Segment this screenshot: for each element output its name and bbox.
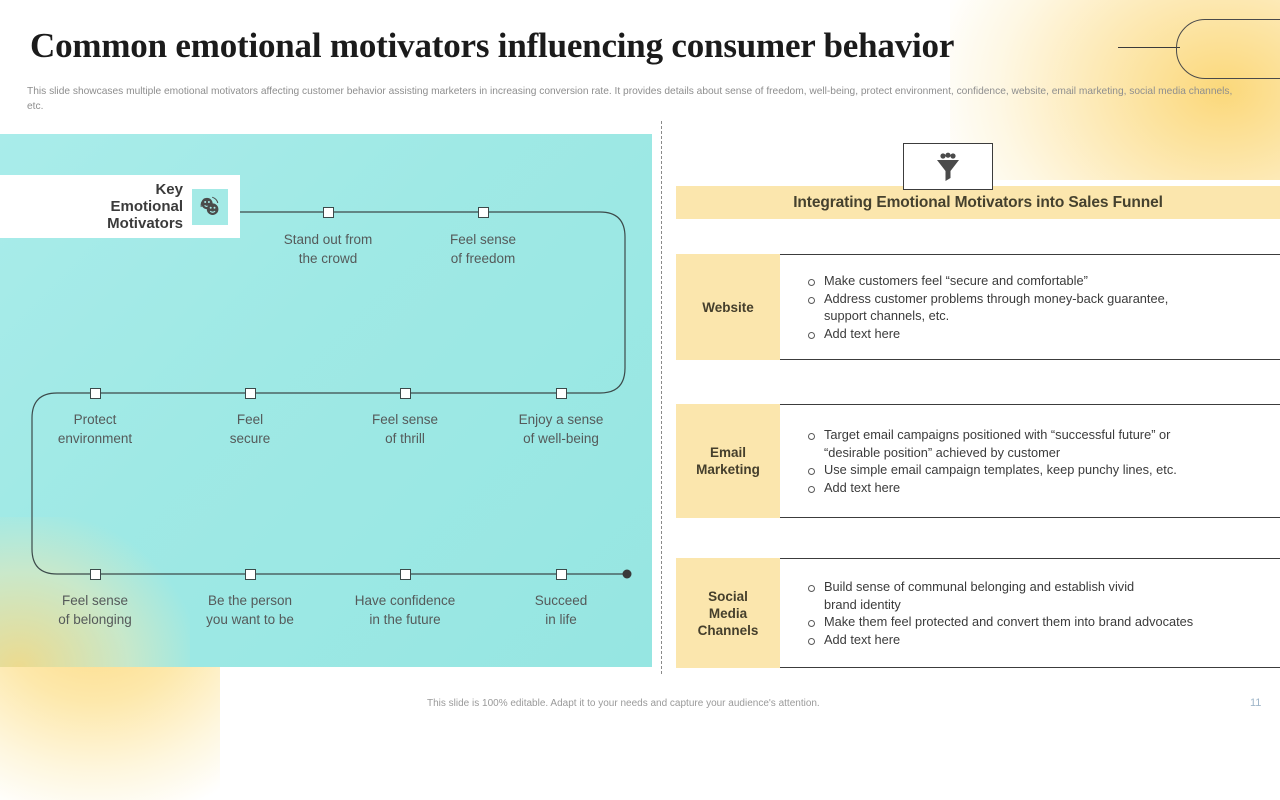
motivator-node-label: Succeed in life — [534, 593, 588, 627]
motivator-node-label: Stand out from the crowd — [283, 232, 373, 266]
motivator-node-marker[interactable] — [555, 387, 567, 399]
emotions-faces-icon — [192, 188, 228, 225]
motivator-node-marker[interactable] — [399, 568, 411, 580]
motivator-node-label: Feel sense of belonging — [58, 593, 132, 627]
motivator-node-marker[interactable] — [244, 568, 256, 580]
funnel-bullet: Use simple email campaign templates, kee… — [806, 461, 1280, 479]
funnel-bullet: Add text here — [806, 479, 1280, 497]
title-decorative-pill — [1176, 19, 1280, 79]
sales-funnel-header-label: Integrating Emotional Motivators into Sa… — [793, 193, 1163, 211]
motivator-node-label: Feel sense of freedom — [449, 232, 517, 266]
funnel-row: Email Marketing Target email campaigns po… — [676, 404, 1280, 518]
key-emotional-motivators-badge: Key Emotional Motivators — [0, 175, 240, 238]
funnel-bullet: Add text here — [806, 631, 1280, 649]
key-badge-title: Key Emotional Motivators — [107, 181, 183, 232]
motivator-node-marker[interactable] — [89, 568, 101, 580]
motivator-node-label: Be the person you want to be — [206, 593, 294, 627]
motivator-node-marker[interactable] — [399, 387, 411, 399]
funnel-row-label[interactable]: Website — [676, 254, 780, 360]
funnel-bullet: Make them feel protected and convert the… — [806, 613, 1280, 631]
funnel-row-body: Build sense of communal belonging and es… — [780, 558, 1280, 668]
funnel-bullet: Build sense of communal belonging and es… — [806, 578, 1280, 613]
funnel-bullet: Make customers feel “secure and comforta… — [806, 272, 1280, 290]
funnel-row-label[interactable]: Email Marketing — [676, 404, 780, 518]
motivator-node-marker[interactable] — [244, 387, 256, 399]
funnel-row-body: Target email campaigns positioned with “… — [780, 404, 1280, 518]
page-subtitle: This slide showcases multiple emotional … — [27, 86, 1233, 112]
motivator-node-marker[interactable] — [477, 206, 489, 218]
vertical-dashed-divider — [661, 121, 662, 674]
motivator-node-label: Enjoy a sense of well-being — [518, 412, 604, 446]
motivator-node-label: Protect environment — [57, 412, 133, 446]
funnel-row: Social Media Channels Build sense of comm… — [676, 558, 1280, 668]
funnel-row-label[interactable]: Social Media Channels — [676, 558, 780, 668]
funnel-row: Website Make customers feel “secure and c… — [676, 254, 1280, 360]
motivator-node-label: Have confidence in the future — [354, 593, 456, 627]
title-connector-line — [1118, 47, 1180, 48]
funnel-bullet: Address customer problems through money-… — [806, 290, 1280, 325]
motivator-node-marker[interactable] — [555, 568, 567, 580]
funnel-bullet: Add text here — [806, 325, 1280, 343]
motivator-node-label: Feel secure — [229, 412, 271, 446]
motivator-node-marker[interactable] — [322, 206, 334, 218]
funnel-row-body: Make customers feel “secure and comforta… — [780, 254, 1280, 360]
motivator-node-label: Feel sense of thrill — [371, 412, 439, 446]
page-title: Common emotional motivators influencing … — [30, 26, 955, 65]
motivator-node-marker[interactable] — [89, 387, 101, 399]
funnel-bullet: Target email campaigns positioned with “… — [806, 426, 1280, 461]
footer-note: This slide is 100% editable. Adapt it to… — [427, 698, 820, 709]
sales-funnel-header: Integrating Emotional Motivators into Sa… — [676, 186, 1280, 219]
page-number: 11 — [1250, 697, 1262, 709]
sales-funnel-icon — [903, 143, 993, 190]
